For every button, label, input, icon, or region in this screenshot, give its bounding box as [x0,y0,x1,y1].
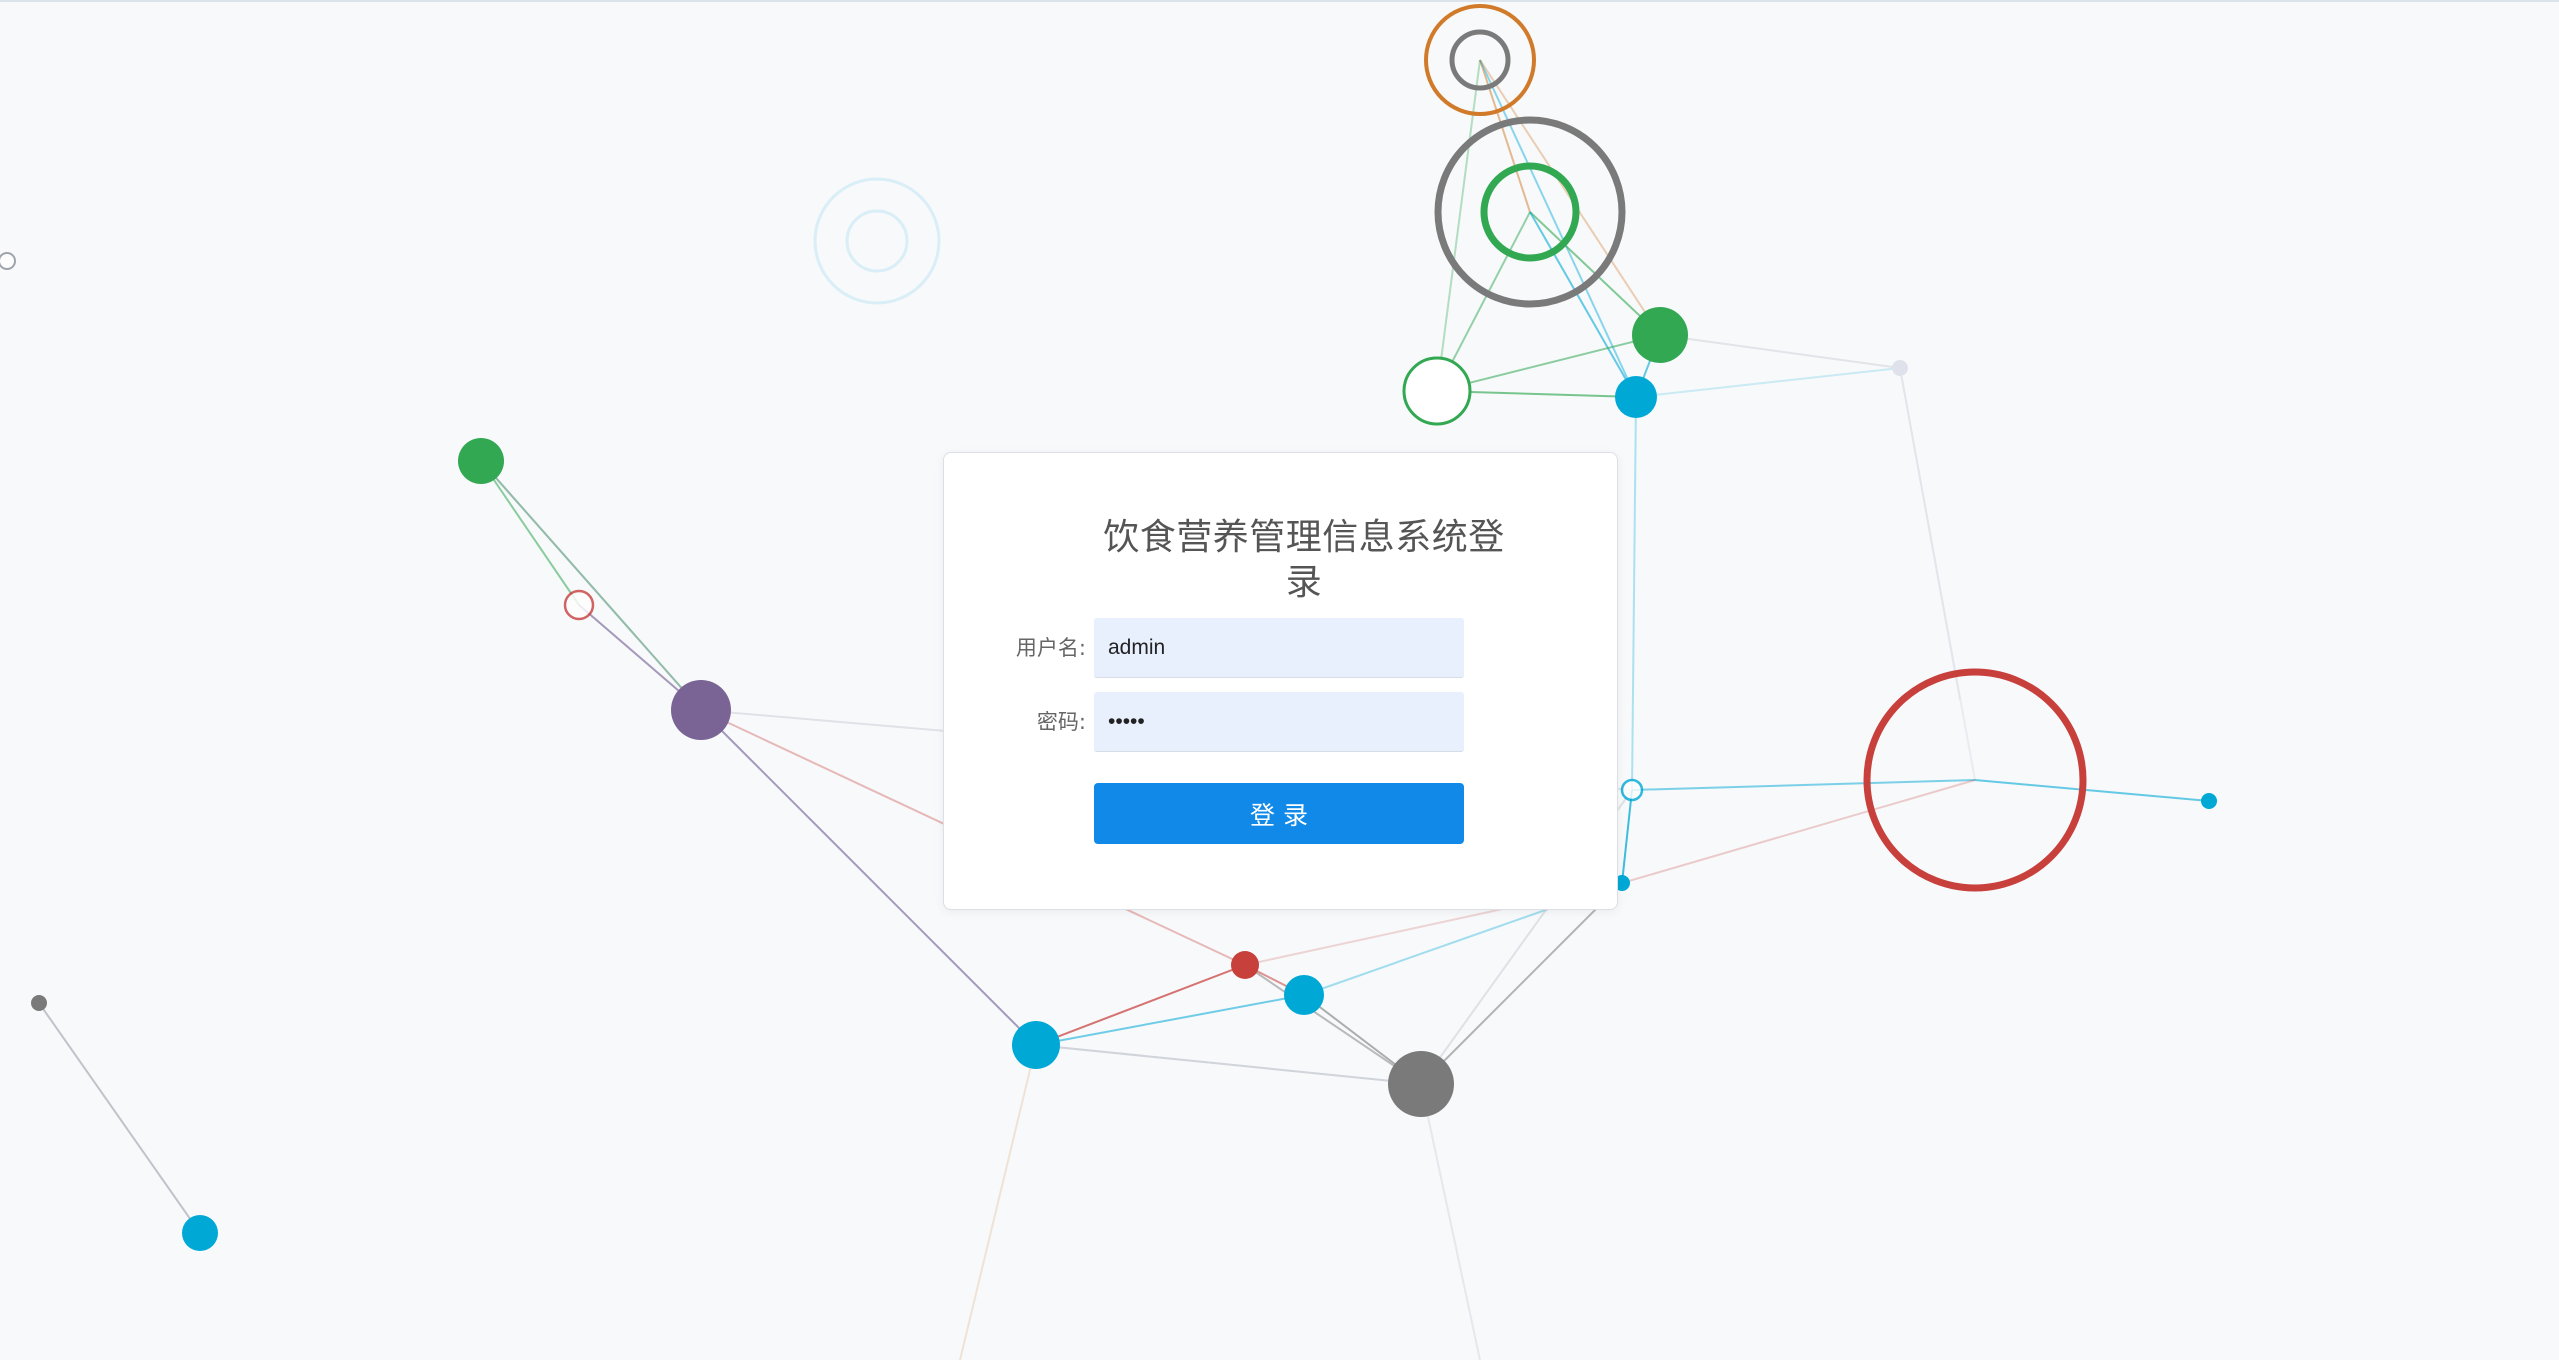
network-node [1434,116,1626,308]
network-node [1892,360,1908,376]
network-link [480,460,702,711]
network-link [959,1044,1037,1360]
network-link [480,460,702,711]
network-link [1035,1044,1422,1085]
network-link [700,709,1037,1046]
password-input[interactable] [1094,692,1464,752]
network-link [1635,367,1901,398]
network-node [1480,162,1580,262]
network-node [1632,307,1688,363]
network-node [1615,376,1657,418]
password-row: 密码: [944,692,1619,752]
network-link [1631,779,1976,791]
network-link [1035,994,1305,1046]
login-card: 饮食营养管理信息系统登录 用户名: 密码: 登录 [943,452,1618,910]
network-link [38,1002,201,1234]
network-link [1035,1044,1422,1085]
network-link [1035,964,1246,1046]
login-button[interactable]: 登录 [1094,783,1464,844]
network-link [480,460,580,606]
network-node [1424,4,1536,116]
network-link [1529,211,1637,398]
network-node [1284,975,1324,1015]
network-link [1420,1083,1481,1360]
network-link [1035,964,1246,1046]
network-link [1420,882,1623,1085]
username-row: 用户名: [944,618,1619,678]
network-link [1479,59,1637,398]
network-link [1621,789,1633,884]
login-title: 饮食营养管理信息系统登录 [1103,517,1505,603]
network-link [1621,779,1976,884]
network-link [1659,334,1901,369]
network-node [1388,1051,1454,1117]
network-node [1863,668,2087,892]
network-node [845,209,909,273]
network-link [1899,367,1961,701]
top-border [0,0,2559,2]
username-input[interactable] [1094,618,1464,678]
network-node [31,995,47,1011]
network-link [1974,779,2210,802]
network-node [813,177,941,305]
network-node [1620,778,1644,802]
network-node [1614,875,1630,891]
network-link [1436,334,1661,392]
username-label: 用户名: [1015,636,1086,660]
network-node [1012,1021,1060,1069]
network-node [671,680,731,740]
network-node [563,589,595,621]
password-label: 密码: [1036,710,1086,734]
network-node [458,438,504,484]
network-link [1244,964,1422,1085]
network-link [1631,396,1637,791]
network-node [2201,793,2217,809]
network-node [1231,951,1259,979]
network-node [1449,29,1511,91]
network-node [1402,356,1472,426]
network-node [182,1215,218,1251]
network-link [1899,367,1976,781]
network-node [0,252,16,270]
